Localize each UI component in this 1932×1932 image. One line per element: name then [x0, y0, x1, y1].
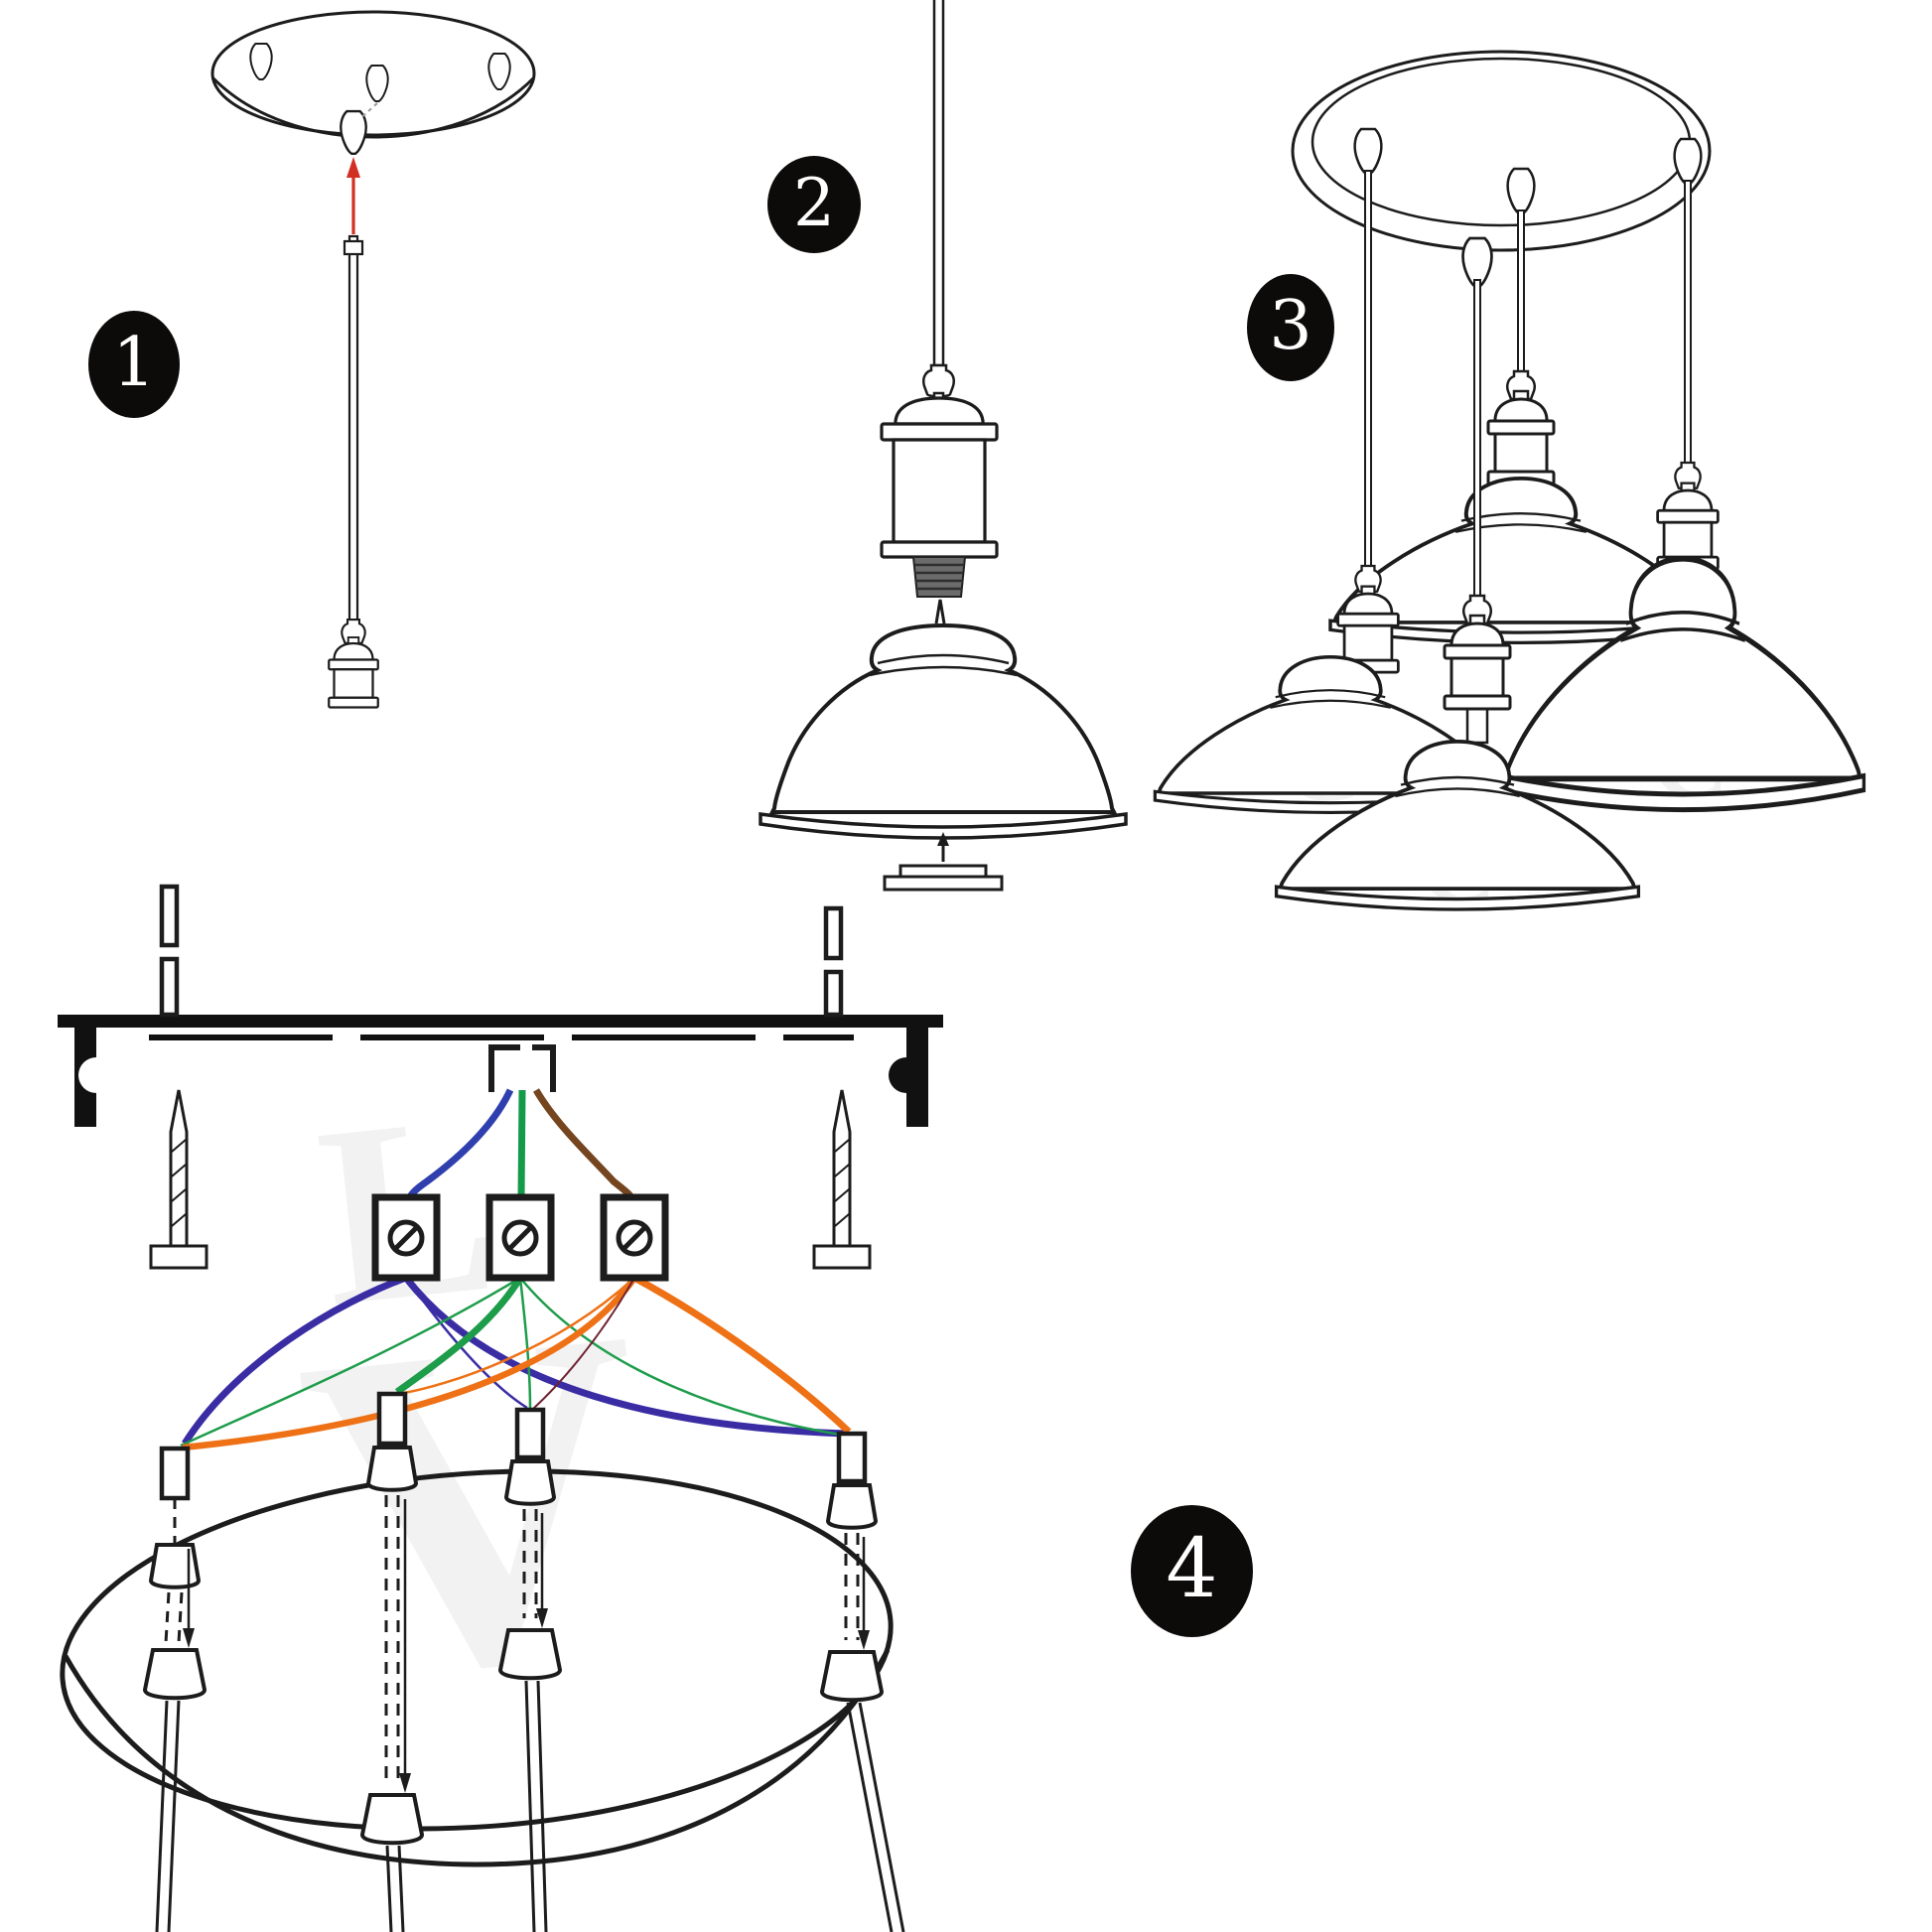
insert-direction-arrow: [346, 157, 360, 234]
bracket-post-right: [823, 905, 844, 1018]
pendant-cord-front: [1473, 279, 1481, 599]
terminal-block: [371, 1193, 441, 1282]
wire-maroon-thin: [532, 1277, 635, 1410]
shade-crown-line: [877, 653, 1010, 665]
shade-ring-disc-top: [898, 864, 988, 879]
plate-cord-assembly-4: [819, 1431, 905, 1932]
plate-cord-assembly-1: [142, 1446, 207, 1932]
pendant-cord-left: [1364, 170, 1372, 593]
holder-screw-thread: [911, 556, 967, 598]
step-badge-2: 2: [767, 156, 861, 253]
pendant-cord-right: [1684, 180, 1692, 466]
ceiling-plate-disc: [60, 1468, 894, 1867]
bracket-post-left: [159, 884, 180, 1018]
pendant-cord: [932, 0, 945, 367]
step-badge-3: 3: [1247, 274, 1334, 381]
wires-green: [180, 1276, 847, 1448]
suspension-cord: [347, 234, 359, 627]
step4-bracket-and-wiring: [58, 884, 943, 1932]
holder-bottom-flange: [880, 540, 999, 559]
cord-ferrule: [922, 363, 955, 398]
canopy-front-rim: [210, 75, 536, 139]
terminal-block: [600, 1193, 669, 1282]
wires-orange: [182, 1274, 852, 1451]
bracket-hook-right: [889, 1028, 928, 1127]
lamp-holder: [1486, 389, 1556, 486]
holder-top-flange: [880, 422, 999, 442]
cord-grip-front-icon: [340, 109, 367, 155]
plate-cord-assembly-2: [359, 1391, 425, 1932]
step-number: 3: [1269, 286, 1312, 365]
earth-wire-stub: [517, 1089, 526, 1200]
lamp-holder: [1656, 482, 1720, 571]
step-number: 2: [793, 164, 835, 241]
holder-body: [892, 438, 987, 544]
shade-finial-spike: [934, 599, 946, 624]
shade-ring-disc-bottom: [883, 875, 1004, 892]
neutral-wire-stub: [405, 1088, 514, 1201]
step-number: 1: [112, 323, 156, 402]
step-number: 4: [1166, 1522, 1218, 1616]
shade-crown-line: [869, 665, 1018, 677]
cord-top-connector: [343, 239, 364, 256]
live-wire-stub: [532, 1088, 636, 1201]
mounting-screw-right: [812, 1089, 872, 1270]
shade-rim-band: [759, 811, 1128, 840]
step-badge-1: 1: [88, 311, 180, 418]
step1-canopy-and-cord: [210, 10, 536, 709]
cable-entry-box: [488, 1044, 556, 1092]
lamp-holder-small: [328, 635, 379, 709]
pendant-cord-center: [1517, 209, 1525, 374]
step3-assembled-cluster: [1153, 50, 1863, 911]
step2-holder-and-shade: [759, 0, 1128, 892]
wires-indigo: [182, 1274, 847, 1446]
cluster-canopy-plate: [1291, 50, 1712, 252]
terminal-block: [485, 1193, 555, 1282]
plate-cord-assembly-3: [497, 1407, 563, 1932]
mounting-bracket-bar: [58, 1015, 943, 1028]
mounting-screw-left: [149, 1089, 208, 1270]
step-badge-4: 4: [1131, 1505, 1253, 1637]
attach-direction-arrow: [937, 832, 949, 862]
lamp-shade: [768, 622, 1118, 814]
bracket-hook-left: [74, 1028, 96, 1127]
holder-cap: [894, 396, 985, 426]
